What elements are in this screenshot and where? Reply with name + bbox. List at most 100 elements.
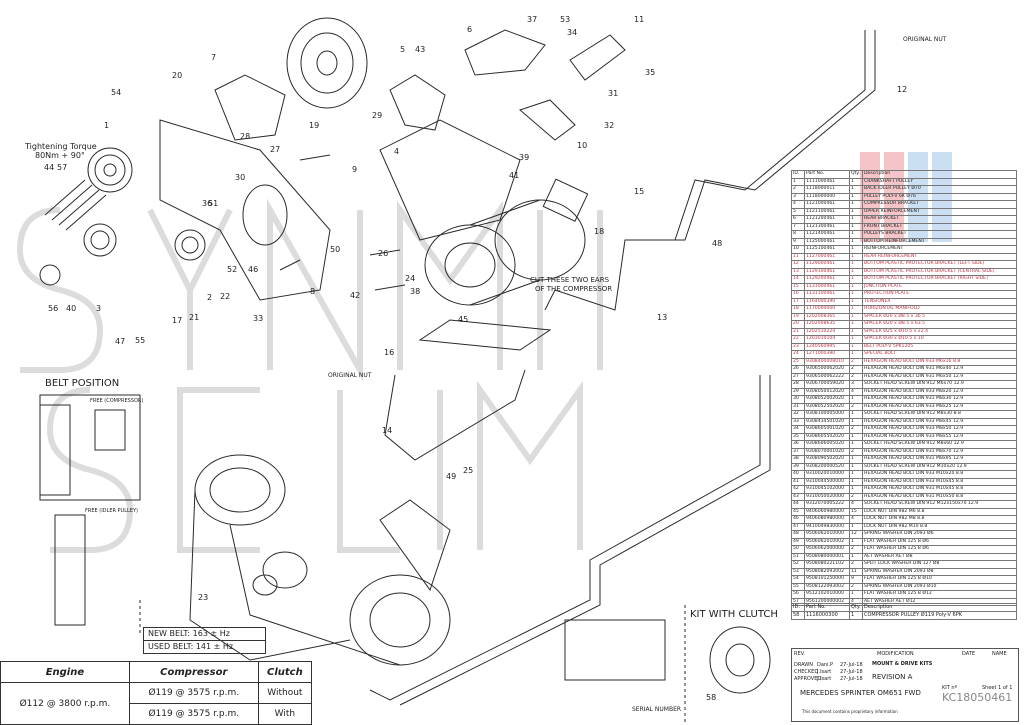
callout-29: 29	[372, 111, 382, 120]
kit-with-clutch-title: KIT WITH CLUTCH	[690, 609, 778, 620]
bom-cell-part: 9308606005020	[804, 440, 850, 449]
bom-cell-part: 1202008635	[804, 320, 850, 329]
cut-ears-line2: OF THE COMPRESSOR	[535, 285, 613, 293]
bom-cell-desc: HORIZONTAL MANIFOLD	[862, 305, 1017, 314]
bom-cell-qty: 1	[849, 470, 863, 479]
bom-cell-id: 18	[791, 305, 805, 314]
vehicle-name: MERCEDES SPRINTER OM651 FWD	[800, 689, 921, 697]
bom-cell-id: 22	[791, 335, 805, 344]
bom-cell-id: 45	[791, 507, 805, 516]
protection-plate	[418, 319, 552, 351]
bom-cell-part: 1129100461	[804, 267, 850, 276]
bom-cell-part: 9506062000000	[804, 545, 850, 554]
bom-cell-desc: SPRING WASHER DIN 2093 Ø10	[862, 582, 1017, 591]
bom-cell-id: 32	[791, 410, 805, 419]
bom-cell-part: 1121400461	[804, 230, 850, 239]
bom-cell-qty: 1	[849, 237, 863, 246]
bom-cell-desc: JUNCTION PLATE	[862, 282, 1017, 291]
callout-34: 34	[567, 28, 577, 37]
callout-23: 23	[198, 593, 208, 602]
bom-cell-id: 13	[791, 267, 805, 276]
bom-cell-qty: 3	[849, 380, 863, 389]
bom-cell-desc: SPECIAL BOLT	[862, 350, 1017, 359]
bom-cell-qty: 12	[849, 530, 863, 539]
bom-cell-id: 15	[791, 282, 805, 291]
bom-cell-qty: 1	[849, 417, 863, 426]
bom-cell-desc: FRONT BRACKET	[862, 222, 1017, 231]
bom-cell-part: 1131000461	[804, 282, 850, 291]
bom-cell-desc: FLAT WASHER DIN 125 B Ø12	[862, 590, 1017, 599]
bom-cell-id: 7	[791, 222, 805, 231]
callout-1: 1	[104, 121, 109, 130]
bom-cell-desc: HEXAGON HEAD BOLT DIN 931 M8x95 12.9	[862, 455, 1017, 464]
bom-cell-desc: SPACER Ø25 x Ø10.5 x 22.4	[862, 327, 1017, 336]
bom-cell-id: 51	[791, 552, 805, 561]
bom-cell-desc: HEXAGON HEAD BOLT DIN 933 M10x45 8.8	[862, 477, 1017, 486]
bom-cell-id: 6	[791, 215, 805, 224]
bom-cell-id: 19	[791, 312, 805, 321]
bom-cell-desc: SPRING WASHER DIN 2093 Ø6	[862, 530, 1017, 539]
bom-cell-desc: REAR REINFORCEMENT	[862, 252, 1017, 261]
bom-cell-part: 1271000390	[804, 350, 850, 359]
bom-cell-qty: 1	[849, 537, 863, 546]
bom-cell-desc: HEXAGON HEAD BOLT DIN 933 M8x55 12.9	[862, 432, 1017, 441]
modification-label: MODIFICATION	[877, 651, 914, 657]
bom-cell-qty: 1	[849, 350, 863, 359]
bom-cell-part: 1121000461	[804, 200, 850, 209]
bom-cell-qty: 1	[849, 267, 863, 276]
bom-cell-id: 27	[791, 372, 805, 381]
callout-3: 3	[96, 304, 101, 313]
bom-cell-qty: 1	[849, 395, 863, 404]
callout-42: 42	[350, 291, 360, 300]
revision: REVISION A	[872, 673, 913, 681]
kit-cell-qty: 1	[849, 611, 863, 620]
bom-cell-desc: HEXAGON HEAD BOLT DIN 931 M6x40 12.9	[862, 365, 1017, 374]
clutch-cell: With	[257, 703, 313, 725]
callout-44: 44	[44, 163, 54, 172]
callout-20: 20	[172, 71, 182, 80]
callout-41: 41	[509, 171, 519, 180]
approved-label: APPROVED	[794, 676, 822, 682]
callout-21: 21	[189, 313, 199, 322]
bom-cell-qty: 1	[849, 312, 863, 321]
bom-cell-qty: 1	[849, 485, 863, 494]
bom-cell-id: 3	[791, 192, 805, 201]
bom-cell-id: 55	[791, 582, 805, 591]
bom-cell-desc: HEXAGON HEAD BOLT DIN 931 M8x30 12.9	[862, 395, 1017, 404]
bom-cell-qty: 1	[849, 320, 863, 329]
original-nut-top: ORIGINAL NUT	[903, 36, 947, 43]
bom-cell-id: 28	[791, 380, 805, 389]
bom-cell-desc: HEXAGON HEAD BOLT DIN 933 M8x25 12.9	[862, 402, 1017, 411]
callout-37: 37	[527, 15, 537, 24]
torque-note-line1: Tightening Torque	[25, 142, 97, 151]
bom-cell-desc: HEXAGON HEAD BOLT DIN 933 M8x50 12.9	[862, 425, 1017, 434]
bom-cell-part: 9310045102000	[804, 485, 850, 494]
bom-cell-id: 26	[791, 365, 805, 374]
kit-header-part: Part No.	[804, 603, 850, 612]
callout-7: 7	[211, 53, 216, 62]
bom-cell-id: 36	[791, 440, 805, 449]
callout-50: 50	[330, 245, 340, 254]
bom-cell-part: 1125100461	[804, 245, 850, 254]
callout-51: 51	[208, 199, 218, 208]
callout-57: 57	[57, 163, 67, 172]
drawn-label: DRAWN	[794, 662, 813, 668]
bom-cell-desc: PULLEYS BRACKET	[862, 230, 1017, 239]
callout-32: 32	[604, 121, 614, 130]
clutch-header: Clutch	[257, 661, 313, 683]
